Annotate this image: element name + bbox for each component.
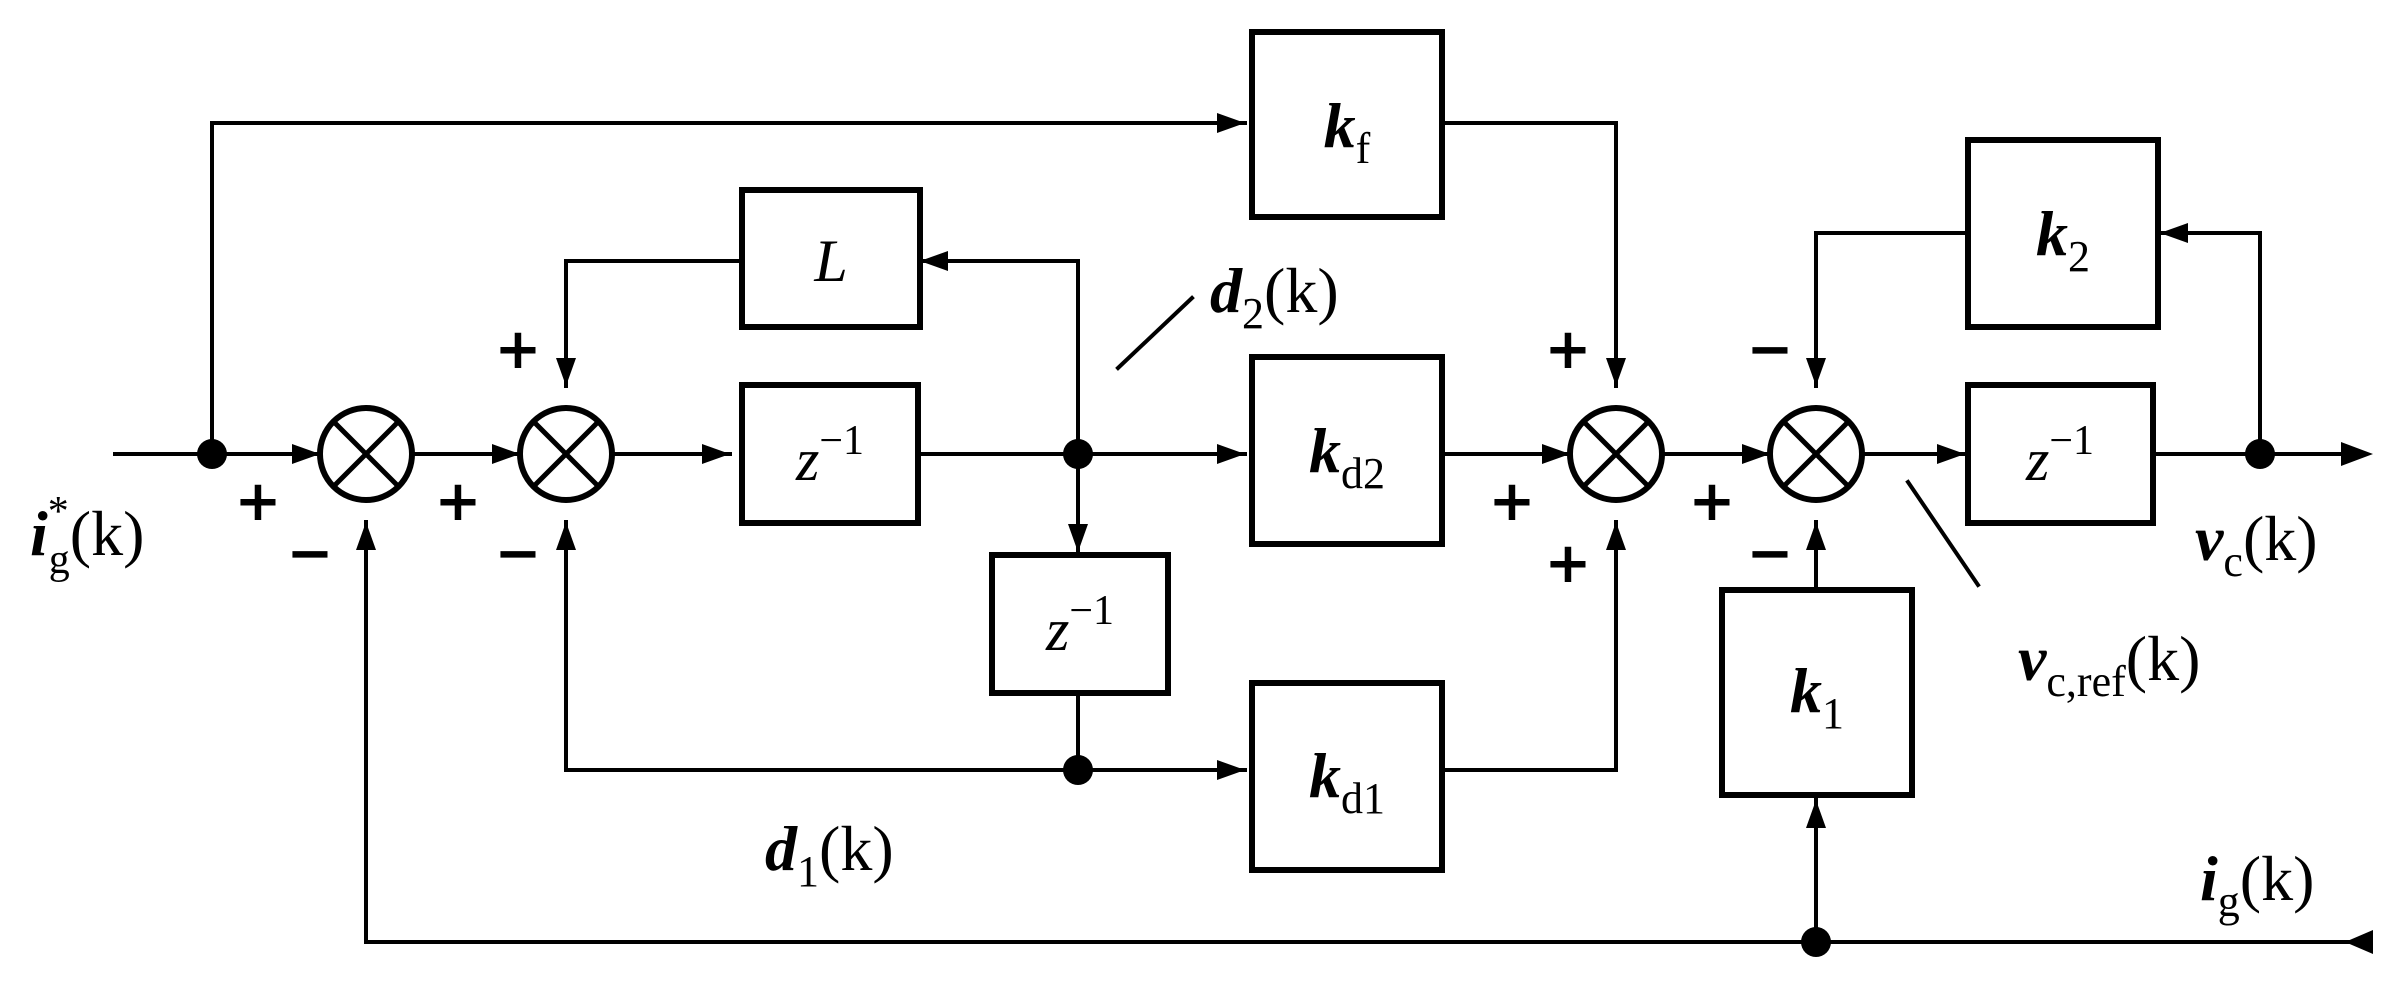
arrow-into-k2 [2160,223,2188,243]
block-z2: z−1 [989,552,1171,696]
arrow-into-k1 [1806,800,1826,828]
block-z2-name: z [1045,597,1069,663]
block-kd2-sub: d2 [1341,449,1385,498]
svg-text:k1: k1 [1790,655,1844,738]
svg-text:z−1: z−1 [2025,418,2094,493]
block-z2-sup: −1 [1069,588,1114,634]
label-d1: d1(k) [765,813,894,896]
leader-d2 [1115,295,1195,371]
arrow-into-s3 [1542,444,1570,464]
arrow-into-kd2 [1217,444,1245,464]
block-z3-name: z [2025,427,2049,493]
sign-s4-top: − [1747,317,1794,382]
wire-d1-feedback [564,520,1080,772]
wire-k2-out [1814,231,1967,388]
junction-dots [197,439,2275,957]
arrow-into-L [920,251,948,271]
block-kd1-name: k [1309,740,1341,811]
sign-s2-top: + [495,317,542,382]
sign-s3-in: + [1489,469,1536,534]
wire-kf-in [210,121,1247,456]
block-L: L [739,187,923,330]
junction-ig [1801,927,1831,957]
block-z1-sup: −1 [819,418,864,464]
summing-junction-2 [517,405,615,503]
junction-vc [2245,439,2275,469]
block-z1: z−1 [739,382,921,526]
block-kd2-name: k [1309,415,1341,486]
arrow-into-kf [1217,113,1245,133]
arrow-L-to-s2 [556,358,576,386]
arrow-d1-to-s2 [556,522,576,550]
arrow-ig-input [2345,930,2373,954]
svg-text:z−1: z−1 [795,418,864,493]
wire-k2-in [2158,231,2262,456]
block-z1-name: z [795,427,819,493]
svg-text:k2: k2 [2036,198,2090,281]
block-kd2: kd2 [1249,354,1445,547]
block-k2-name: k [2036,198,2068,269]
arrow-into-z2 [1068,524,1088,552]
wire-kd1-out [1443,520,1618,772]
wire-L-out [564,259,744,388]
sign-s4-in: + [1689,469,1736,534]
summing-junction-1 [317,405,415,503]
block-kf: kf [1249,29,1445,220]
label-ig: ig(k) [2200,843,2314,926]
block-L-name: L [813,228,847,294]
block-k1: k1 [1719,587,1915,798]
sign-s2-bot: − [495,521,542,586]
arrow-k2-to-s4 [1806,358,1826,386]
arrow-into-z3 [1937,444,1965,464]
summing-junction-4 [1767,405,1865,503]
arrow-into-kd1 [1217,760,1245,780]
label-d2: d2(k) [1210,255,1339,338]
junction-input [197,439,227,469]
arrow-into-z1 [702,444,730,464]
arrow-into-s1 [292,444,320,464]
block-kf-name: k [1324,90,1356,161]
block-kd1-sub: d1 [1341,774,1385,823]
block-kd1: kd1 [1249,680,1445,873]
junction-d2 [1063,439,1093,469]
svg-text:kd1: kd1 [1309,740,1385,823]
label-ig-ref: i*g(k) [30,489,144,583]
sign-s1-in: + [235,469,282,534]
wire-L-in [918,259,1080,456]
arrow-k1-to-s4 [1806,522,1826,550]
sign-s3-top: + [1545,317,1592,382]
block-z3: z−1 [1965,382,2156,526]
label-vc: vc(k) [2195,503,2318,586]
label-vc-ref: vc,ref(k) [2018,623,2200,706]
svg-text:z−1: z−1 [1045,588,1114,663]
arrow-ig-to-s1 [356,522,376,550]
block-k1-name: k [1790,655,1822,726]
block-k2-sub: 2 [2068,232,2090,281]
svg-text:kd2: kd2 [1309,415,1385,498]
leader-vcref [1905,479,1981,588]
svg-text:kf: kf [1324,90,1371,173]
arrow-output [2341,442,2373,466]
sign-s2-in: + [435,469,482,534]
sign-s1-fb: − [287,521,334,586]
arrow-into-s2 [492,444,520,464]
junction-d1 [1063,755,1093,785]
block-k1-sub: 1 [1822,689,1844,738]
arrowheads [292,113,2373,954]
sign-marks: + − + + − + + + + − − [235,317,1794,596]
block-k2: k2 [1965,137,2161,330]
wire-ig-bus [364,520,2357,944]
sign-s3-bot: + [1545,531,1592,596]
arrow-kd1-to-s3 [1606,522,1626,550]
summing-junction-3 [1567,405,1665,503]
sign-s4-bot: − [1747,521,1794,586]
arrow-into-s4 [1742,444,1770,464]
wire-kf-out [1443,121,1618,388]
block-kf-sub: f [1356,124,1371,173]
arrow-kf-to-s3 [1606,358,1626,386]
block-z3-sup: −1 [2049,418,2094,464]
